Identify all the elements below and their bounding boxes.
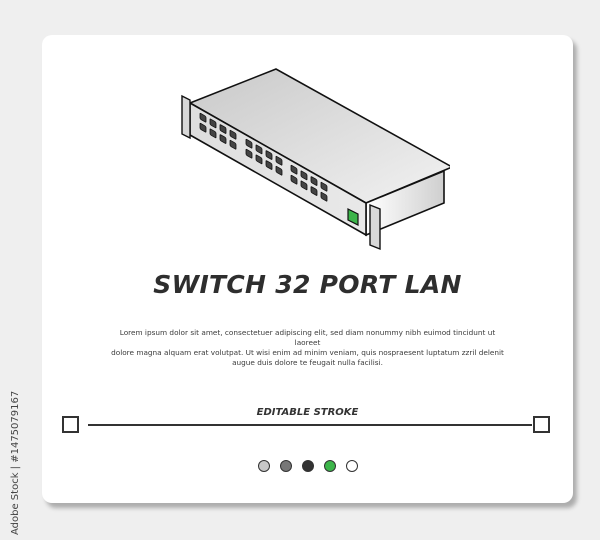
stroke-line — [88, 424, 532, 426]
swatch-white[interactable] — [345, 460, 358, 472]
description-text: Lorem ipsum dolor sit amet, consectetuer… — [82, 328, 533, 368]
description-line: laoreet — [294, 338, 321, 347]
stroke-handle-right[interactable] — [533, 416, 550, 433]
stroke-handle-left[interactable] — [62, 416, 79, 433]
product-title: SWITCH 32 PORT LAN — [153, 270, 462, 299]
description-line: Lorem ipsum dolor sit amet, consectetuer… — [119, 328, 496, 337]
swatch-light-gray[interactable] — [257, 460, 270, 472]
stock-watermark: Adobe Stock | #1475079167 — [10, 390, 21, 535]
description-line: augue duis dolore te feugait nulla facil… — [232, 358, 383, 367]
icon-card: SWITCH 32 PORT LAN Lorem ipsum dolor sit… — [42, 35, 573, 503]
swatch-green[interactable] — [323, 460, 336, 472]
description-line: dolore magna alquam erat volutpat. Ut wi… — [111, 348, 504, 357]
network-switch-icon — [181, 68, 450, 251]
editable-stroke-label: EDITABLE STROKE — [256, 407, 359, 418]
swatch-dark-gray[interactable] — [301, 460, 314, 472]
color-swatches — [42, 460, 573, 472]
swatch-medium-gray[interactable] — [279, 460, 292, 472]
